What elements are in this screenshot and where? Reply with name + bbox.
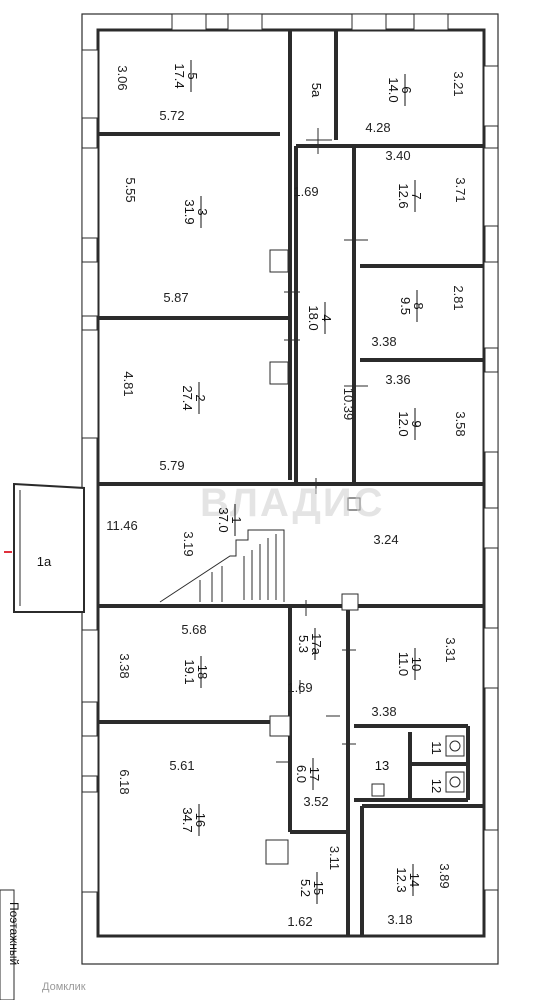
- room-number: 4: [319, 314, 334, 321]
- room-number: 5: [185, 72, 200, 79]
- staircase: [159, 529, 285, 603]
- interior-walls: [98, 30, 484, 936]
- room-dimension: 5.68: [181, 622, 206, 637]
- room-area: 11.0: [396, 652, 411, 676]
- room-number: 10: [409, 657, 424, 671]
- room-area: 6.0: [294, 765, 309, 783]
- room-dimension: 5.72: [159, 108, 184, 123]
- room-area: 12.0: [396, 411, 411, 436]
- room-dimension: 4.28: [365, 120, 390, 135]
- room-dimension: 5.55: [123, 177, 138, 202]
- room-dimension: 5.61: [169, 758, 194, 773]
- room-number: 17а: [309, 633, 324, 655]
- room-area: 37.0: [216, 507, 231, 532]
- entrance-vestibule: [13, 482, 85, 613]
- room-dimension: 3.36: [385, 372, 410, 387]
- room-area: 34.7: [180, 807, 195, 832]
- room-number: 16: [193, 813, 208, 827]
- room-number: 18: [195, 665, 210, 679]
- room-area: 5.2: [298, 879, 313, 897]
- room-area: 9.5: [398, 297, 413, 315]
- room-dimension: 3.40: [385, 148, 410, 163]
- room-area: 5.3: [296, 635, 311, 653]
- room-dimension: 5.87: [163, 290, 188, 305]
- room-dimension: 3.52: [303, 794, 328, 809]
- room-number: 12: [429, 779, 444, 793]
- room-area: 17.4: [172, 63, 187, 88]
- room-number: 8: [411, 302, 426, 309]
- room-number: 14: [407, 873, 422, 887]
- room-area: 27.4: [180, 385, 195, 410]
- room-number: 7: [409, 192, 424, 199]
- room-dimension: 3.19: [181, 531, 196, 556]
- room-area: 18.0: [306, 305, 321, 330]
- room-dimension: 3.89: [437, 863, 452, 888]
- room-dimension: 3.06: [115, 65, 130, 90]
- room-dimension: 3.38: [371, 704, 396, 719]
- room-number: 1: [229, 516, 244, 523]
- room-dimension: 3.38: [371, 334, 396, 349]
- room-number: 3: [195, 208, 210, 215]
- room-dimension: 1.62: [287, 914, 312, 929]
- room-dimension: 2.81: [451, 285, 466, 310]
- room-area: 31.9: [182, 199, 197, 224]
- room-number: 1а: [37, 554, 52, 569]
- room-dimension: 1.69: [293, 184, 318, 199]
- room-dimension: 3.58: [453, 411, 468, 436]
- room-dimension: 3.24: [373, 532, 398, 547]
- room-dimension: 3.38: [117, 653, 132, 678]
- room-number: 17: [307, 767, 322, 781]
- room-dimension: 10.39: [341, 388, 356, 421]
- room-number: 9: [409, 420, 424, 427]
- room-labels: 517.4 3.06 5.72 5а 614.0 3.21 4.28 331.9 5.55 5.8…: [37, 60, 468, 929]
- door-ticks: [276, 128, 368, 763]
- windows-right: [483, 65, 499, 891]
- room-number: 5а: [309, 83, 324, 98]
- side-label: Поэтажный: [7, 902, 21, 965]
- side-stamp: [0, 889, 15, 1000]
- room-dimension: 6.18: [117, 769, 132, 794]
- room-dimension: 5.79: [159, 458, 184, 473]
- room-area: 19.1: [182, 659, 197, 684]
- room-dimension: 3.11: [327, 846, 342, 870]
- room-number: 13: [375, 758, 389, 773]
- room-dimension: 11.46: [106, 518, 138, 533]
- room-dimension: 4.81: [121, 371, 136, 396]
- room-area: 12.6: [396, 183, 411, 208]
- room-dimension: 3.71: [453, 177, 468, 202]
- room-number: 11: [429, 741, 444, 755]
- room-dimension: 3.21: [451, 71, 466, 96]
- room-dimension: 3.18: [387, 912, 412, 927]
- watermark-text: ВЛАДИС: [200, 481, 384, 525]
- wc-fixtures: [371, 735, 465, 797]
- room-number: 15: [311, 881, 326, 895]
- room-number: 6: [399, 86, 414, 93]
- room-area: 12.3: [394, 867, 409, 892]
- column-blocks: [265, 249, 361, 865]
- footer-logo: Домклик: [42, 981, 86, 993]
- room-number: 2: [193, 394, 208, 401]
- room-area: 14.0: [386, 77, 401, 102]
- room-dimension: 1.69: [287, 680, 312, 695]
- windows-top: [171, 13, 449, 31]
- windows-left: [81, 49, 99, 893]
- room-dimension: 3.31: [443, 637, 458, 662]
